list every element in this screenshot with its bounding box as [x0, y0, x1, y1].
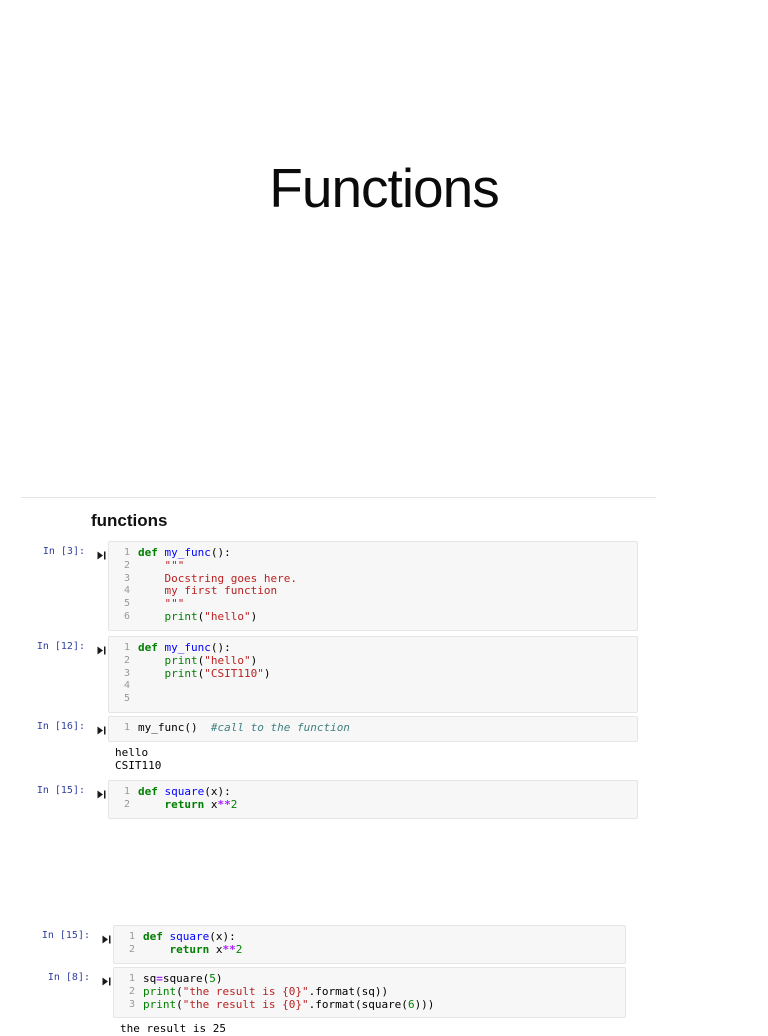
line-number: 2 — [123, 798, 130, 810]
line-number: 3 — [123, 572, 130, 584]
notebook-heading: functions — [91, 511, 168, 530]
cell-prompt: In [15]: — [36, 785, 85, 796]
code-text: sq=square(5) — [143, 972, 223, 985]
code-line: 2 print("the result is {0}".format(sq)) — [114, 984, 625, 999]
run-cell-icon[interactable] — [102, 931, 111, 944]
code-line: 4 — [109, 680, 637, 693]
line-number: 1 — [123, 722, 130, 733]
code-line: 4 my first function — [109, 584, 637, 598]
line-number: 2 — [123, 559, 130, 571]
line-number: 3 — [123, 667, 130, 679]
code-text: def my_func(): — [138, 641, 231, 654]
code-text: print("the result is {0}".format(square(… — [143, 997, 435, 1011]
cell-output: hello CSIT110 — [115, 745, 162, 773]
code-line: 3 print("the result is {0}".format(square… — [114, 997, 625, 1012]
code-line: 1 def my_func(): — [109, 546, 637, 560]
code-text: return x**2 — [164, 797, 238, 811]
line-number: 3 — [128, 998, 135, 1010]
line-number: 2 — [128, 943, 135, 955]
code-line: 1 sq=square(5) — [114, 972, 625, 986]
code-line: 6 print("hello") — [109, 609, 637, 624]
code-line: 1 def square(x): — [109, 785, 637, 799]
code-text: print("CSIT110") — [164, 666, 271, 680]
code-text: my first function — [164, 584, 278, 598]
code-text: def square(x): — [138, 785, 231, 798]
cell-prompt: In [3]: — [42, 546, 85, 557]
code-line: 1 def square(x): — [114, 930, 625, 944]
run-cell-icon[interactable] — [97, 642, 106, 655]
code-text: """ — [164, 597, 185, 611]
run-cell-icon[interactable] — [102, 973, 111, 986]
line-number: 2 — [123, 654, 130, 666]
run-cell-icon[interactable] — [97, 722, 106, 735]
code-line: 2 return x**2 — [114, 942, 625, 957]
code-cell: In [16]: 1 my_func() #call to the function… — [37, 716, 638, 773]
cell-prompt: In [16]: — [36, 721, 85, 732]
line-number: 1 — [128, 931, 135, 942]
code-text — [138, 693, 145, 706]
code-text: print("hello") — [164, 653, 258, 667]
code-text: my_func() #call to the function — [138, 721, 350, 734]
code-line: 2 print("hello") — [109, 653, 637, 668]
code-cell: In [8]: 1 sq=square(5) 2 print("the result i… — [48, 967, 626, 1036]
line-number: 1 — [128, 973, 135, 984]
code-text: return x**2 — [169, 942, 243, 956]
line-number: 5 — [123, 598, 130, 610]
code-line: 5 """ — [109, 597, 637, 611]
section-divider — [21, 497, 656, 498]
code-text: def my_func(): — [138, 546, 231, 559]
slide-title: Functions — [269, 157, 499, 219]
line-number: 5 — [123, 693, 130, 705]
line-number: 1 — [123, 642, 130, 653]
code-line: 1 my_func() #call to the function — [109, 721, 637, 735]
line-number: 4 — [123, 680, 130, 692]
code-text: def square(x): — [143, 930, 236, 943]
code-line: 2 """ — [109, 558, 637, 573]
line-number: 2 — [128, 985, 135, 997]
code-text: """ — [164, 558, 185, 572]
line-number: 1 — [123, 786, 130, 797]
cell-prompt: In [12]: — [36, 641, 85, 652]
code-text: Docstring goes here. — [164, 571, 297, 585]
code-line: 3 Docstring goes here. — [109, 571, 637, 586]
line-number: 6 — [123, 610, 130, 622]
code-line: 1 def my_func(): — [109, 641, 637, 655]
code-text: print("hello") — [164, 609, 258, 623]
code-line: 2 return x**2 — [109, 797, 637, 812]
code-text: print("the result is {0}".format(sq)) — [143, 984, 389, 998]
line-number: 1 — [123, 547, 130, 558]
line-number: 4 — [123, 585, 130, 597]
run-cell-icon[interactable] — [97, 547, 106, 560]
cell-prompt: In [15]: — [41, 930, 90, 941]
cell-output: the result is 25 — [120, 1022, 226, 1036]
code-editor[interactable]: 1 sq=square(5) 2 print("the result is {0}".… — [113, 967, 626, 1019]
code-line: 5 — [109, 693, 637, 706]
code-line: 3 print("CSIT110") — [109, 666, 637, 681]
code-editor[interactable]: 1 my_func() #call to the function — [108, 716, 638, 742]
run-cell-icon[interactable] — [97, 786, 106, 799]
cell-prompt: In [8]: — [47, 972, 90, 983]
